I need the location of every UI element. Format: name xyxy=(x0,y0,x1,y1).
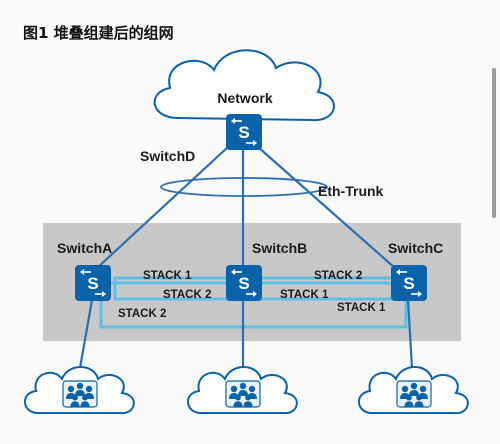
switch-b-icon: S xyxy=(225,264,263,302)
network-label: Network xyxy=(217,90,272,106)
switch-c-letter: S xyxy=(403,274,414,293)
uplink-c xyxy=(257,146,396,269)
switch-c-label: SwitchC xyxy=(388,240,443,256)
stack-label-a1: STACK 1 xyxy=(143,270,192,282)
user-group-icon xyxy=(186,366,298,415)
figure-caption: 图1 堆叠组建后的组网 xyxy=(23,24,174,42)
stack-label-a2: STACK 2 xyxy=(163,289,211,301)
switch-b-letter: S xyxy=(238,274,249,293)
eth-trunk-ellipse xyxy=(160,177,328,197)
switch-a-icon: S xyxy=(74,264,112,302)
scrollbar[interactable] xyxy=(492,68,496,218)
switch-a-label: SwitchA xyxy=(57,240,112,256)
stack-label-c1: STACK 1 xyxy=(337,302,386,314)
stack-label-c2: STACK 2 xyxy=(314,270,362,282)
switch-b-label: SwitchB xyxy=(252,240,307,256)
stack-label-a3: STACK 2 xyxy=(118,308,166,320)
eth-trunk-label: Eth-Trunk xyxy=(318,183,384,199)
switch-a-letter: S xyxy=(87,274,98,293)
switch-d-label: SwitchD xyxy=(140,148,195,164)
switch-d-icon: S xyxy=(225,113,263,151)
user-group-icon xyxy=(357,366,469,415)
downlink-c xyxy=(406,299,414,369)
network-cloud-icon xyxy=(153,49,335,122)
stack-label-b1: STACK 1 xyxy=(280,289,329,301)
uplink-a xyxy=(96,146,229,269)
switch-d-letter: S xyxy=(238,123,249,142)
user-group-icon xyxy=(23,366,135,415)
downlink-a xyxy=(78,299,94,369)
switch-c-icon: S xyxy=(390,264,428,302)
